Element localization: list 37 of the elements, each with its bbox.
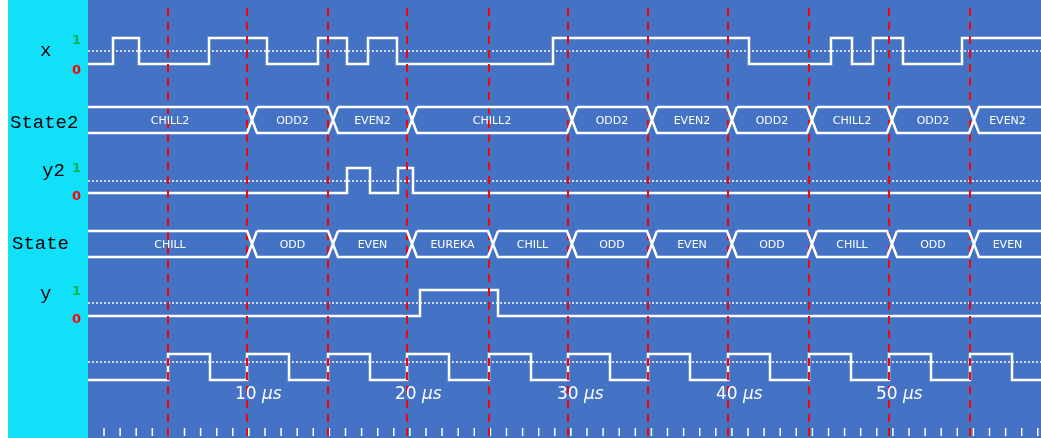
state-segment: CHILL: [493, 231, 572, 257]
signal-name: y: [40, 283, 52, 305]
state-segment: ODD2: [732, 107, 812, 133]
state-segment: ODD: [572, 231, 652, 257]
state-segment: ODD2: [892, 107, 974, 133]
state-segment: EVEN: [333, 231, 412, 257]
state-segment: CHILL: [88, 231, 252, 257]
state-segment: CHILL: [812, 231, 892, 257]
state-segment: ODD2: [252, 107, 333, 133]
signal-name: State2: [10, 112, 79, 134]
high-level-label: 1: [72, 160, 82, 175]
state-segment: EVEN2: [652, 107, 732, 133]
time-label: 10 µs: [235, 383, 282, 403]
state-segment: CHILL2: [88, 107, 252, 133]
state-segment: CHILL2: [412, 107, 572, 133]
time-label: 50 µs: [876, 383, 923, 403]
state-segment: EVEN2: [333, 107, 412, 133]
state-segment: CHILL2: [812, 107, 892, 133]
state-segment: EVEN: [652, 231, 732, 257]
state-segment: ODD: [892, 231, 974, 257]
time-label: 20 µs: [395, 383, 442, 403]
time-label: 40 µs: [716, 383, 763, 403]
state-segment: EVEN: [974, 231, 1041, 257]
state-segment: ODD: [252, 231, 333, 257]
signal-name: y2: [42, 160, 65, 182]
low-level-label: 0: [72, 188, 82, 203]
high-level-label: 1: [72, 32, 82, 47]
time-label: 30 µs: [557, 383, 604, 403]
high-level-label: 1: [72, 283, 82, 298]
low-level-label: 0: [72, 62, 82, 77]
state-segment: EUREKA: [412, 231, 493, 257]
low-level-label: 0: [72, 311, 82, 326]
signal-name: x: [40, 40, 52, 62]
state-segment: ODD2: [572, 107, 652, 133]
signal-name: State: [12, 233, 69, 255]
state-segment: EVEN2: [974, 107, 1041, 133]
state-segment: ODD: [732, 231, 812, 257]
